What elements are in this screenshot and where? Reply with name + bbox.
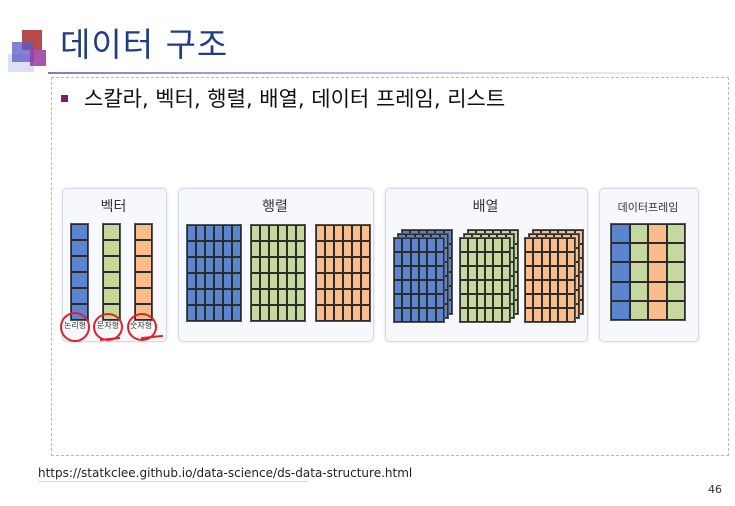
array-panel-title: 배열 [472, 199, 499, 215]
annotation-circle [127, 313, 157, 341]
array-layer-green [459, 237, 511, 323]
dataframe-grid [610, 223, 686, 321]
matrix-panel-title: 행렬 [262, 199, 288, 215]
footer-divider [38, 481, 308, 482]
title-underline [48, 72, 728, 74]
logical-vector [70, 223, 89, 321]
slide-title: 데이터 구조 [60, 25, 229, 64]
source-link[interactable]: https://statkclee.github.io/data-science… [38, 466, 413, 480]
matrix-grid-orange [315, 224, 371, 322]
matrix-grid-green [250, 224, 306, 322]
matrix-grid-blue [186, 224, 242, 322]
title-decoration [30, 50, 46, 66]
numeric-vector [134, 223, 153, 321]
content-placeholder-frame [51, 77, 729, 456]
bullet-marker-icon [61, 95, 68, 102]
array-layer-orange [524, 237, 576, 323]
vector-panel-title: 벡터 [100, 199, 127, 215]
dataframe-panel-title: 데이터프레임 [617, 201, 679, 214]
title-decoration [12, 42, 34, 62]
annotation-circle [60, 312, 90, 342]
character-vector [102, 223, 121, 321]
bullet-text: 스칼라, 벡터, 행렬, 배열, 데이터 프레임, 리스트 [84, 87, 506, 111]
page-number: 46 [708, 483, 722, 496]
array-layer-blue [393, 237, 445, 323]
